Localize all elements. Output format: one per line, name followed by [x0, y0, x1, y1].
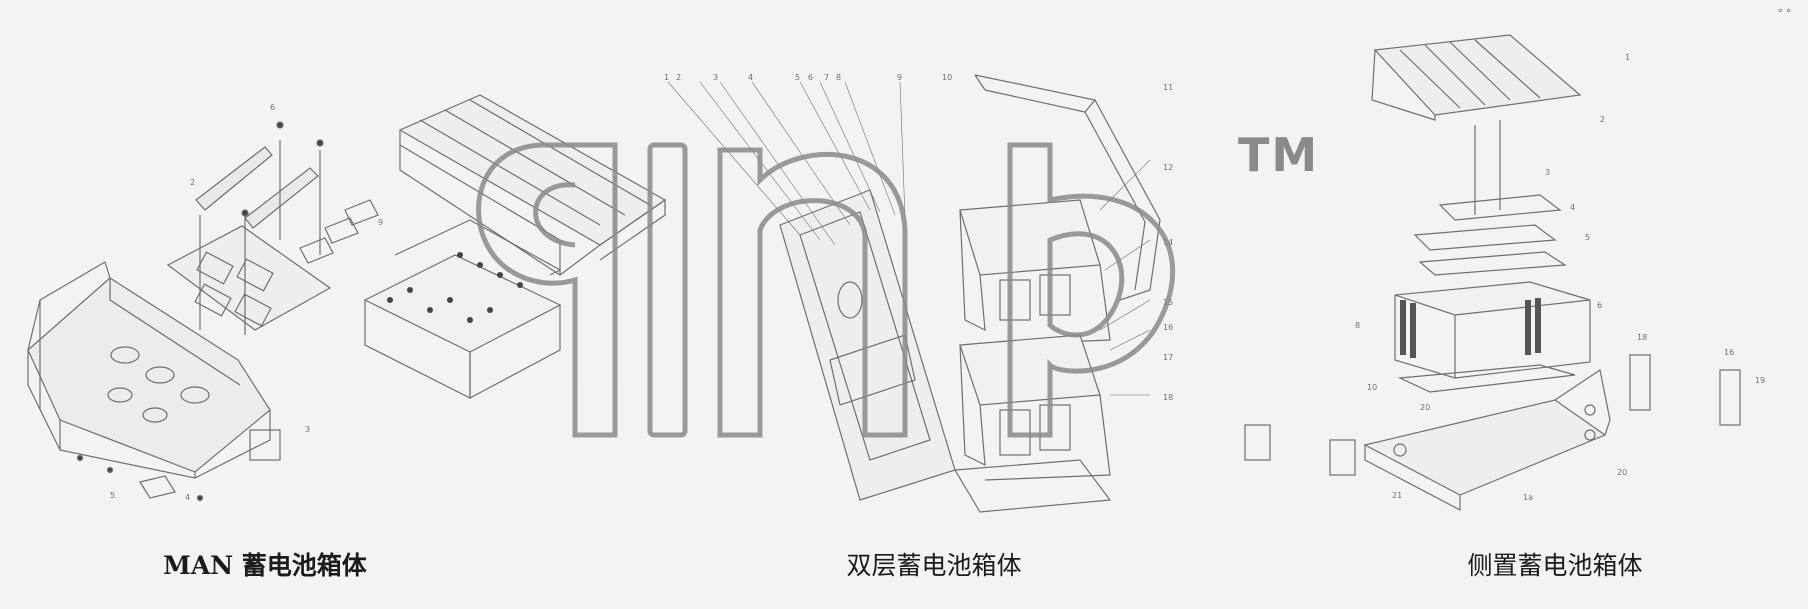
- svg-text:3: 3: [305, 425, 310, 434]
- side-mounted-battery-box-drawing: 1 2 3 4 5 6 8 10 18 16 19 20 20 1a 21: [1244, 34, 1765, 511]
- caption-double-layer-battery-box: 双层蓄电池箱体: [846, 551, 1022, 580]
- svg-text:10: 10: [942, 73, 952, 82]
- svg-text:21: 21: [1392, 491, 1402, 500]
- svg-text:8: 8: [1355, 321, 1360, 330]
- svg-text:3: 3: [1545, 168, 1550, 177]
- svg-text:2: 2: [676, 73, 681, 82]
- svg-text:20: 20: [1420, 403, 1430, 412]
- svg-text:6: 6: [1597, 301, 1602, 310]
- svg-text:7: 7: [824, 73, 829, 82]
- svg-text:8: 8: [836, 73, 841, 82]
- svg-text:4: 4: [185, 493, 190, 502]
- svg-text:3: 3: [713, 73, 718, 82]
- svg-text:5: 5: [110, 491, 115, 500]
- svg-text:17: 17: [1163, 353, 1173, 362]
- svg-text:5: 5: [1585, 233, 1590, 242]
- svg-text:12: 12: [1163, 163, 1173, 172]
- svg-text:4: 4: [748, 73, 753, 82]
- man-battery-box-drawing: 2 6 9 3 5 4: [27, 103, 383, 502]
- svg-text:1: 1: [1625, 53, 1630, 62]
- svg-text:16: 16: [1724, 348, 1734, 357]
- svg-text:9: 9: [897, 73, 902, 82]
- caption-side-mounted-battery-box: 侧置蓄电池箱体: [1467, 551, 1643, 580]
- svg-text:11: 11: [1163, 83, 1173, 92]
- svg-text:6: 6: [808, 73, 813, 82]
- corner-mark-icon: ⚬⚬: [1776, 6, 1793, 17]
- svg-text:9: 9: [378, 218, 383, 227]
- svg-text:18: 18: [1163, 393, 1173, 402]
- svg-text:5: 5: [795, 73, 800, 82]
- svg-text:6: 6: [270, 103, 275, 112]
- svg-text:19: 19: [1755, 376, 1765, 385]
- caption-man-battery-box: MAN 蓄电池箱体: [163, 551, 367, 580]
- svg-text:4: 4: [1570, 203, 1575, 212]
- svg-text:18: 18: [1637, 333, 1647, 342]
- svg-text:2: 2: [1600, 115, 1605, 124]
- svg-text:16: 16: [1163, 323, 1173, 332]
- battery-and-cover-drawing: [363, 94, 667, 399]
- svg-text:2: 2: [190, 178, 195, 187]
- watermark-logo: [476, 142, 1176, 438]
- trademark-mark: TM: [1238, 128, 1320, 182]
- svg-text:10: 10: [1367, 383, 1377, 392]
- svg-text:1a: 1a: [1523, 493, 1533, 502]
- svg-text:20: 20: [1617, 468, 1627, 477]
- svg-text:1: 1: [664, 73, 669, 82]
